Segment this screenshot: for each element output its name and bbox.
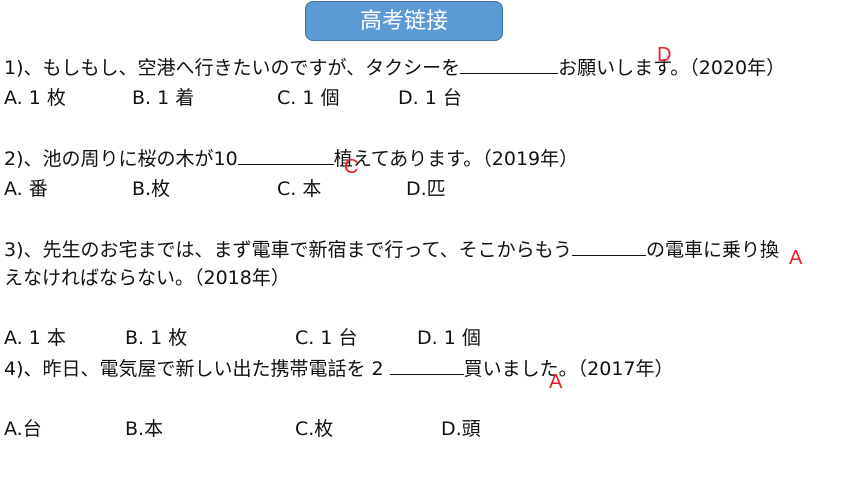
question-3-option-b: B. 1 枚 <box>125 327 188 349</box>
question-3-option-c: C. 1 台 <box>295 327 358 349</box>
question-2: 2)、池の周りに桜の木が10 植えてあります。（2019年） <box>4 146 578 171</box>
question-2-text-after: 植えてあります。（2019年） <box>333 148 579 170</box>
question-3-text-before: 3)、先生のお宅までは、まず電車で新宿まで行って、そこからもう <box>4 239 573 261</box>
question-3-answer-mark: A <box>789 247 803 269</box>
question-3: 3)、先生のお宅までは、まず電車で新宿まで行って、そこからもう の電車に乗り換 <box>4 237 779 262</box>
question-4-answer-mark: A <box>549 371 563 393</box>
question-1-option-d: D. 1 台 <box>398 87 462 109</box>
question-2-blank <box>237 146 334 165</box>
question-2-option-d: D.匹 <box>406 178 446 200</box>
question-1-option-a: A. 1 枚 <box>4 87 66 109</box>
question-4-option-b: B.本 <box>125 418 164 440</box>
question-2-answer-mark: C <box>344 156 359 178</box>
question-2-option-b: B.枚 <box>132 178 171 200</box>
question-1-option-b: B. 1 着 <box>132 87 195 109</box>
question-3-text-after: の電車に乗り換 <box>646 239 780 261</box>
question-3-option-d: D. 1 個 <box>417 327 481 349</box>
question-3-line-2: えなければならない。（2018年） <box>4 267 290 289</box>
question-1-text-after: お願いします。（2020年） <box>558 57 786 79</box>
question-4-option-d: D.頭 <box>441 418 481 440</box>
question-4-option-a: A.台 <box>4 418 42 440</box>
question-4: 4)、昨日、電気屋で新しい出た携帯電話を 2 買いました。（2017年） <box>4 356 674 381</box>
question-2-text-before: 2)、池の周りに桜の木が10 <box>4 148 238 170</box>
question-4-text-before: 4)、昨日、電気屋で新しい出た携帯電話を 2 <box>4 358 390 380</box>
question-2-option-a: A. 番 <box>4 178 48 200</box>
question-3-option-a: A. 1 本 <box>4 327 66 349</box>
question-3-blank <box>572 237 647 256</box>
question-4-text-after: 買いました。（2017年） <box>463 358 674 380</box>
question-2-option-c: C. 本 <box>277 178 322 200</box>
question-1-option-c: C. 1 個 <box>277 87 340 109</box>
question-1-text-before: 1)、もしもし、空港へ行きたいのですが、タクシーを <box>4 57 461 79</box>
question-4-option-c: C.枚 <box>295 418 334 440</box>
question-1: 1)、もしもし、空港へ行きたいのですが、タクシーを お願いします。（2020年） <box>4 55 785 80</box>
title-banner: 高考链接 <box>305 1 503 41</box>
question-1-answer-mark: D <box>657 44 672 66</box>
question-4-blank <box>389 356 464 375</box>
question-1-blank <box>460 55 559 74</box>
